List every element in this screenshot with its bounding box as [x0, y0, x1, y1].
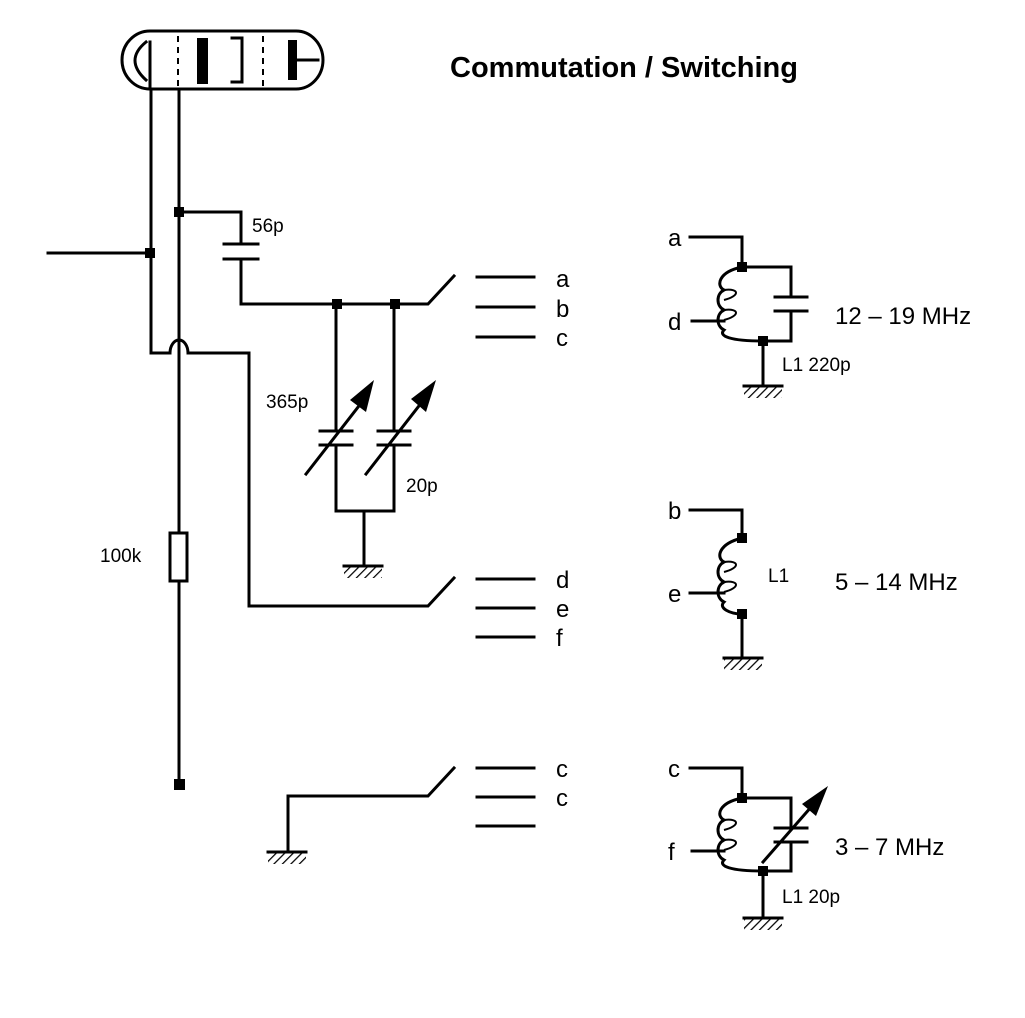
band-2-mid-tap: e: [668, 581, 681, 608]
band-1-circuit: [688, 235, 809, 387]
switch-contact-label: c: [556, 785, 568, 812]
band-3-label: L1 20p: [782, 887, 840, 908]
band-1-top-tap: a: [668, 225, 682, 252]
diagram-title: Commutation / Switching: [450, 52, 798, 84]
band-2-top-tap: b: [668, 498, 681, 525]
ground-symbol: [344, 566, 382, 578]
junction-dot: [737, 262, 747, 272]
junction-dot: [145, 248, 155, 258]
band-3-top-tap: c: [668, 756, 680, 783]
switch-contact-label: d: [556, 567, 569, 594]
band-2-circuit: [688, 508, 744, 659]
ground-symbol: [724, 658, 762, 670]
switch-contacts: [475, 275, 536, 828]
junction-dot: [737, 793, 747, 803]
band-3-range: 3 – 7 MHz: [835, 834, 944, 861]
switch-contact-label: b: [556, 296, 569, 323]
switch-contact-label: f: [556, 625, 563, 652]
ground-symbol: [744, 386, 782, 398]
band-2-label: L1: [768, 566, 789, 587]
terminal-dot: [174, 779, 185, 790]
junction-dot: [737, 533, 747, 543]
band-2-range: 5 – 14 MHz: [835, 569, 958, 596]
resistor-label: 100k: [100, 546, 142, 567]
band-3-circuit: [688, 766, 828, 919]
switch-contact-label: c: [556, 756, 568, 783]
coupling-cap-label: 56p: [252, 216, 284, 237]
junction-dot: [758, 336, 768, 346]
band-1-range: 12 – 19 MHz: [835, 303, 971, 330]
resistor: [168, 531, 189, 583]
vacuum-tube: [120, 29, 325, 91]
junction-dot: [758, 866, 768, 876]
ground-symbol: [268, 852, 306, 864]
tuning-cap-trim-label: 20p: [406, 476, 438, 497]
band-3-mid-tap: f: [668, 839, 675, 866]
main-wiring: [46, 87, 457, 853]
band-1-mid-tap: d: [668, 309, 681, 336]
junction-dot: [174, 207, 184, 217]
tuning-capacitors: [303, 302, 436, 567]
coupling-capacitor: [222, 242, 260, 261]
ground-symbol: [744, 918, 782, 930]
tuning-cap-main-label: 365p: [266, 392, 308, 413]
switch-contact-label: a: [556, 266, 570, 293]
switch-contact-label: c: [556, 325, 568, 352]
band-1-label: L1 220p: [782, 355, 851, 376]
switch-contact-label: e: [556, 596, 569, 623]
junction-dot: [737, 609, 747, 619]
